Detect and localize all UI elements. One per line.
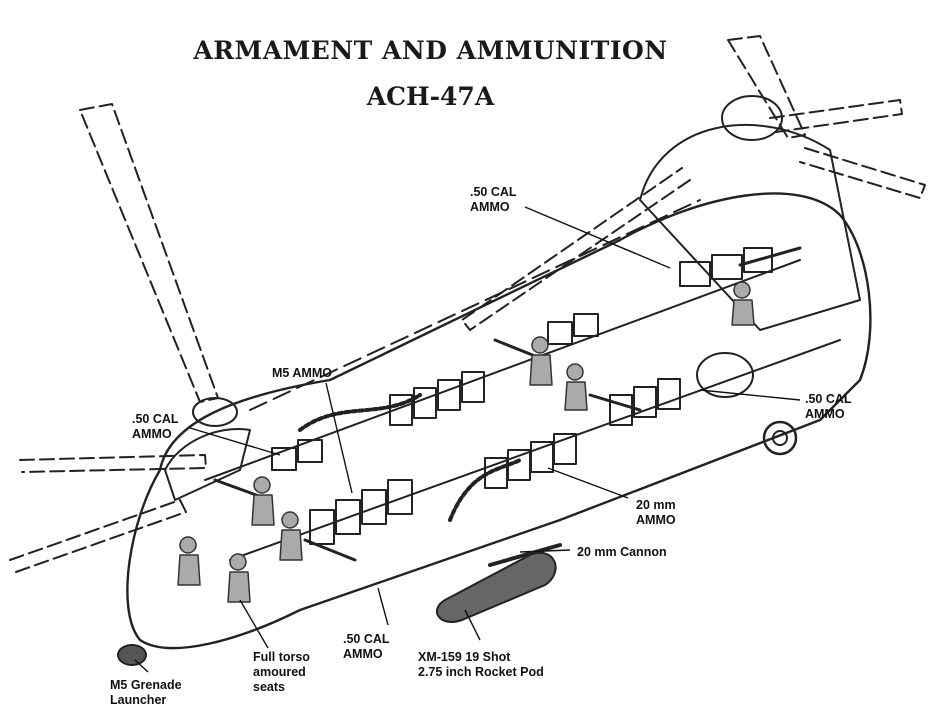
diagram-title: ARMAMENT AND AMMUNITION [193,36,668,65]
label-m5-ammo: M5 AMMO [272,366,332,380]
grenade-launcher [117,644,147,666]
leader-lines [134,206,801,673]
aft-window [696,352,754,398]
cannon [488,543,562,567]
lower-hull-line [229,339,841,561]
seat-row-upper [389,371,485,426]
ammo-feed-chute [298,393,422,432]
label-20mm-cannon: 20 mm Cannon [577,545,667,559]
cockpit-window [164,428,251,501]
seat-row-middle [484,433,577,489]
ammo-box-mid [547,313,599,345]
ammo-box-left [271,439,323,471]
crew-figures [177,281,755,603]
rear-wheel [762,420,798,456]
front-rotor-hub [192,397,238,427]
ammo-feed-chute-2 [448,458,522,522]
cabin-roof-line [249,199,701,411]
diagram-subtitle: ACH-47A [366,82,495,111]
ammo-box-top [679,247,773,287]
rear-rotor-hub [721,95,783,141]
rear-pylon [639,123,861,331]
front-rotor-blades [9,103,219,573]
cabin-floor-line [204,259,801,481]
seat-row-lower [309,479,413,545]
seat-row-rear [609,378,681,426]
rocket-pod [435,551,557,623]
